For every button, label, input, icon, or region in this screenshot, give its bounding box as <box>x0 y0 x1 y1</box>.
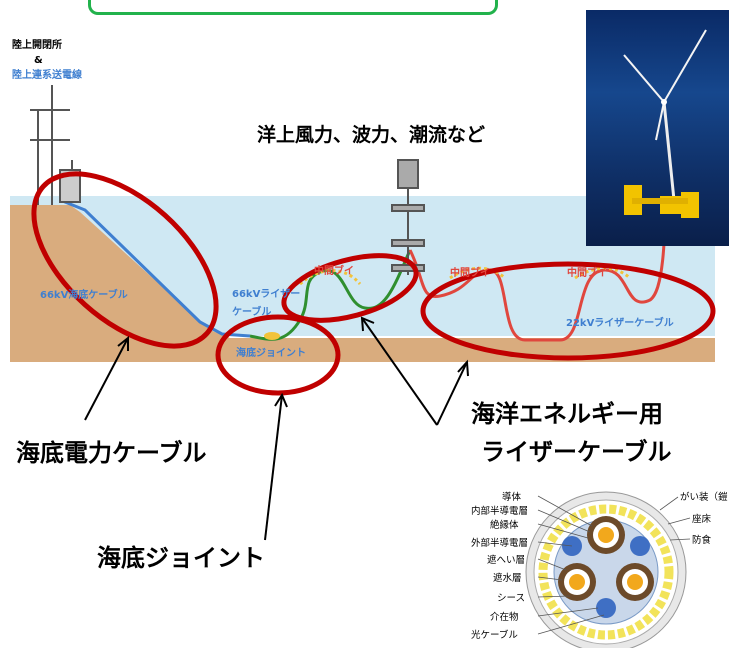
onshore-station-label: 陸上開閉所 <box>12 40 62 51</box>
energy-sources-label: 洋上風力、波力、潮流など <box>257 124 486 146</box>
seabed-cable <box>59 198 251 338</box>
highlight-seabed-cable <box>31 171 219 349</box>
buoy-label-2: 中間ブイ <box>450 268 490 279</box>
cs-label-water-barrier: 遮水層 <box>493 573 522 584</box>
cs-label-filler: 介在物 <box>490 612 519 623</box>
cs-label-shield: 遮へい層 <box>487 555 526 566</box>
onshore-amp: & <box>34 55 43 66</box>
wind-turbine-icon <box>623 29 707 218</box>
cs-label-conductor: 導体 <box>502 492 522 503</box>
buoy-arc-3 <box>574 266 631 280</box>
seabed-joint-scene-label: 海底ジョイント <box>236 348 306 359</box>
title-banner <box>88 0 498 15</box>
cs-label-inner-semiconductive: 内部半導電層 <box>471 506 529 517</box>
cs-label-insulation: 絶縁体 <box>490 520 519 531</box>
riser-cable-callout-line1: 海洋エネルギー用 <box>471 400 663 428</box>
cs-label-armor: がい装（鎧 <box>680 492 728 503</box>
cs-label-sheath: シース <box>497 593 526 604</box>
buoy-arc-2 <box>449 266 506 280</box>
highlight-seabed-joint <box>215 314 341 396</box>
riser-cable-callout-line2: ライザーケーブル <box>481 438 672 466</box>
highlight-riser-66kv <box>281 253 419 323</box>
riser-cable-66kv <box>249 249 412 341</box>
seabed-ground <box>10 205 715 362</box>
seabed-cable-66kv-label: 66kV海底ケーブル <box>40 290 128 301</box>
cs-label-anticorrosion: 防食 <box>692 535 712 546</box>
onshore-station <box>30 85 81 205</box>
onshore-line-label: 陸上連系送電線 <box>12 70 82 81</box>
riser-cable-66kv-label: 66kVライザーケーブル <box>232 289 301 318</box>
submarine-power-cable-callout: 海底電力ケーブル <box>16 439 207 467</box>
onshore-label: 陸上開閉所 & 陸上連系送電線 <box>12 38 82 83</box>
seabed-joint-marker <box>264 332 280 340</box>
cs-label-bedding: 座床 <box>692 514 712 525</box>
cable-cross-section <box>525 491 687 648</box>
buoy-label-1: 中間ブイ <box>314 266 354 277</box>
seabed-joint-callout: 海底ジョイント <box>97 544 265 572</box>
riser-cable-22kv <box>408 149 670 342</box>
buoy-arc-1 <box>298 269 362 286</box>
cross-section-leader-lines <box>537 495 691 635</box>
cs-label-outer-semiconductive: 外部半導電層 <box>471 538 529 549</box>
cs-label-optical-fiber: 光ケーブル <box>471 630 518 641</box>
offshore-wind-turbine-photo <box>586 10 729 246</box>
callout-arrows <box>84 316 469 541</box>
buoy-label-3: 中間ブイ <box>567 268 607 279</box>
highlight-riser-22kv <box>420 261 716 361</box>
riser-cable-22kv-label: 22kVライザーケーブル <box>566 318 674 329</box>
